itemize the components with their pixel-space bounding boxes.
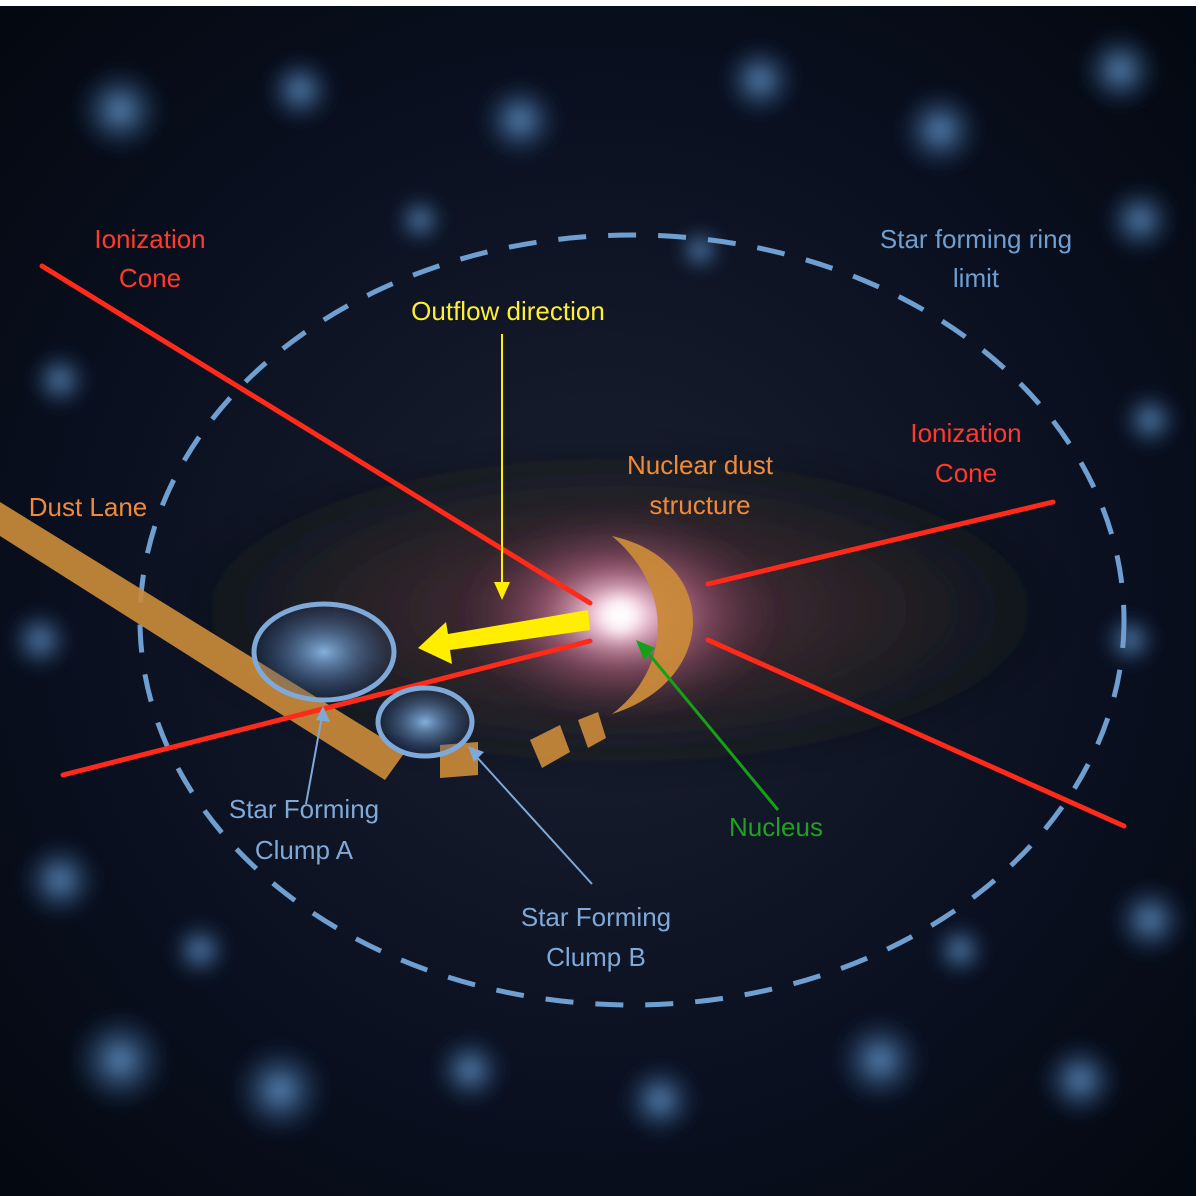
background-stars xyxy=(8,30,1188,1138)
ionization-cone-right-label: Ionization Cone xyxy=(910,418,1021,488)
label-line: Clump A xyxy=(255,835,354,865)
clump-b-pointer-arrow xyxy=(468,746,593,885)
label-line: limit xyxy=(953,263,1000,293)
nucleus-label: Nucleus xyxy=(729,812,823,842)
outflow-arrow xyxy=(418,610,590,664)
clump-a-label: Star Forming Clump A xyxy=(229,794,379,865)
nuclear-dust-crescent xyxy=(612,536,693,714)
label-line: Star Forming xyxy=(521,902,671,932)
outflow-direction-label: Outflow direction xyxy=(411,296,605,326)
clump-b-label: Star Forming Clump B xyxy=(521,902,671,972)
outflow-pointer-arrow xyxy=(494,334,510,600)
label-line: Cone xyxy=(935,458,997,488)
label-line: Ionization xyxy=(94,224,205,254)
star-forming-ring-label: Star forming ring limit xyxy=(880,224,1072,293)
ionization-cone-left-label: Ionization Cone xyxy=(94,224,205,293)
ionization-cone-lines xyxy=(39,263,1127,829)
label-line: structure xyxy=(649,490,750,520)
dust-lane-label: Dust Lane xyxy=(29,492,148,522)
label-line: Star Forming xyxy=(229,794,379,824)
label-line: Ionization xyxy=(910,418,1021,448)
star-forming-clump-b xyxy=(375,685,475,759)
label-line: Clump B xyxy=(546,942,646,972)
label-line: Star forming ring xyxy=(880,224,1072,254)
star-forming-clump-a xyxy=(251,601,397,703)
label-line: Cone xyxy=(119,263,181,293)
clump-a-pointer-arrow xyxy=(305,706,330,805)
star-forming-ring xyxy=(137,232,1127,1008)
nuclear-dust-label: Nuclear dust structure xyxy=(627,450,774,520)
nucleus-pointer-arrow xyxy=(636,640,780,811)
label-line: Nuclear dust xyxy=(627,450,774,480)
nucleus-point xyxy=(604,600,636,632)
